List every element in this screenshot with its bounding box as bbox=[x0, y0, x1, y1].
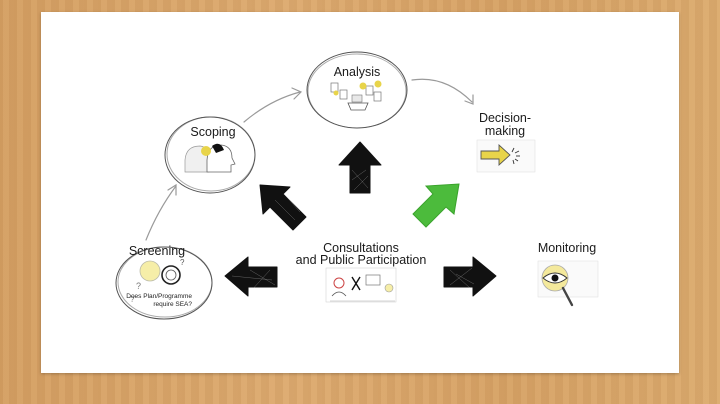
monitoring-label: Monitoring bbox=[537, 241, 597, 255]
connector-analysis-decision bbox=[411, 78, 473, 103]
consultations-label-line1: Consultations bbox=[323, 241, 399, 255]
gear-magnifier-icon: ? ? ? bbox=[130, 258, 185, 304]
scoping-label: Scoping bbox=[190, 125, 236, 139]
screening-note-line1: Does Plan/Programme bbox=[126, 293, 192, 300]
heads-idea-icon bbox=[184, 143, 236, 173]
svg-text:?: ? bbox=[180, 258, 185, 267]
decision-label-line2: making bbox=[484, 124, 526, 138]
arrow-scoping bbox=[259, 184, 307, 231]
connector-scoping-analysis bbox=[243, 91, 301, 123]
arrow-right-monitoring bbox=[443, 256, 497, 297]
svg-text:?: ? bbox=[136, 281, 141, 291]
screening-label: Screening bbox=[128, 244, 186, 258]
pointer-arrow-icon bbox=[476, 139, 536, 173]
consultations-label-line2: and Public Participation bbox=[295, 253, 427, 267]
arrow-left-screening bbox=[224, 256, 278, 297]
svg-text:?: ? bbox=[130, 295, 135, 304]
documents-tray-icon bbox=[330, 80, 382, 111]
arrow-decision-green bbox=[412, 183, 460, 228]
connector-screening-scoping bbox=[145, 185, 177, 241]
screening-note-line2: require SEA? bbox=[153, 301, 192, 308]
arrow-up-analysis bbox=[338, 141, 382, 194]
eye-magnifier-icon bbox=[537, 260, 599, 307]
analysis-label: Analysis bbox=[333, 65, 381, 79]
people-discussion-icon bbox=[325, 267, 397, 303]
decision-label-line1: Decision- bbox=[478, 111, 532, 125]
